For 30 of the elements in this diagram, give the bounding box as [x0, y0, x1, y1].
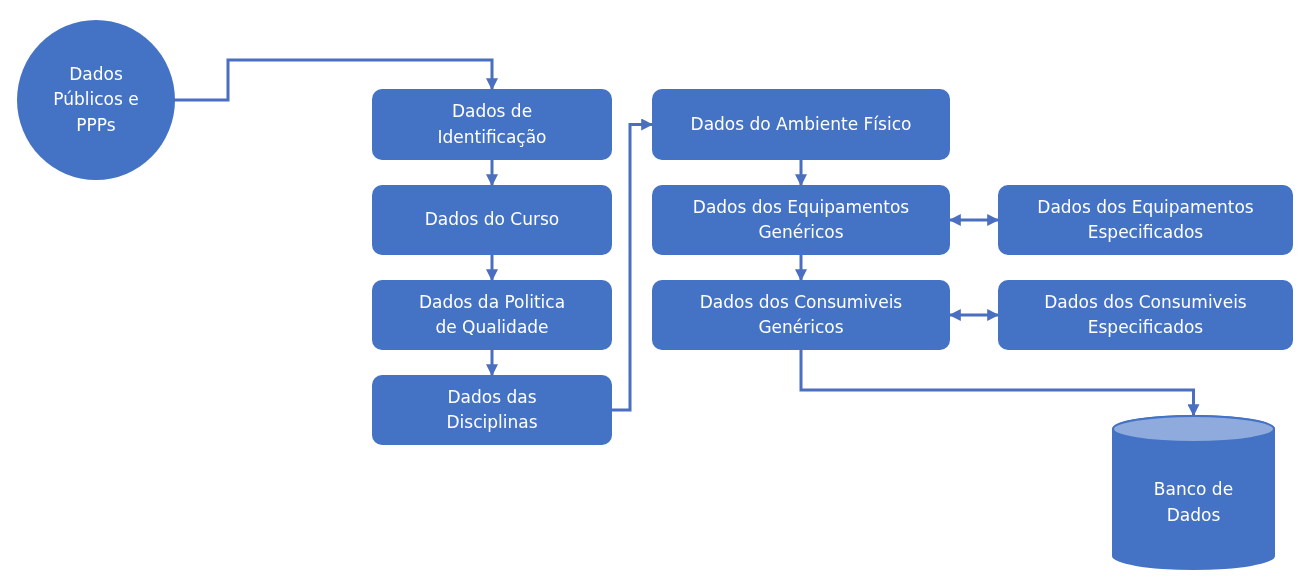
- arrow: [486, 160, 498, 187]
- node-label: Dados da Politica de Qualidade: [417, 290, 567, 339]
- node-label: Dados do Curso: [423, 208, 561, 232]
- arrow: [799, 350, 1200, 417]
- process-box: [998, 280, 1293, 350]
- arrow: [948, 309, 1000, 321]
- arrow: [795, 255, 807, 282]
- process-box: [652, 89, 950, 160]
- arrow: [486, 255, 498, 282]
- process-box: [652, 280, 950, 350]
- node-label: Dados de Identificação: [436, 100, 548, 149]
- process-box: [998, 185, 1293, 255]
- node-label: Dados dos Consumiveis Genéricos: [698, 290, 904, 339]
- node-label: Dados das Disciplinas: [445, 385, 539, 434]
- process-box: [372, 89, 612, 160]
- node-label: Dados do Ambiente Físico: [689, 112, 913, 136]
- arrow: [612, 118, 654, 412]
- node-label: Dados Públicos e PPPs: [52, 62, 140, 137]
- node-label: Dados dos Equipamentos Especificados: [1036, 195, 1255, 244]
- process-box: [652, 185, 950, 255]
- arrow: [173, 58, 498, 102]
- process-box: [372, 280, 612, 350]
- arrow: [795, 160, 807, 187]
- arrow: [486, 350, 498, 377]
- process-box: [372, 375, 612, 445]
- process-box: [372, 185, 612, 255]
- arrow: [948, 214, 1000, 226]
- node-label: Dados dos Equipamentos Genéricos: [691, 195, 911, 244]
- node-label: Dados dos Consumiveis Especificados: [1043, 290, 1248, 339]
- node-label: Banco de Dados: [1152, 478, 1235, 527]
